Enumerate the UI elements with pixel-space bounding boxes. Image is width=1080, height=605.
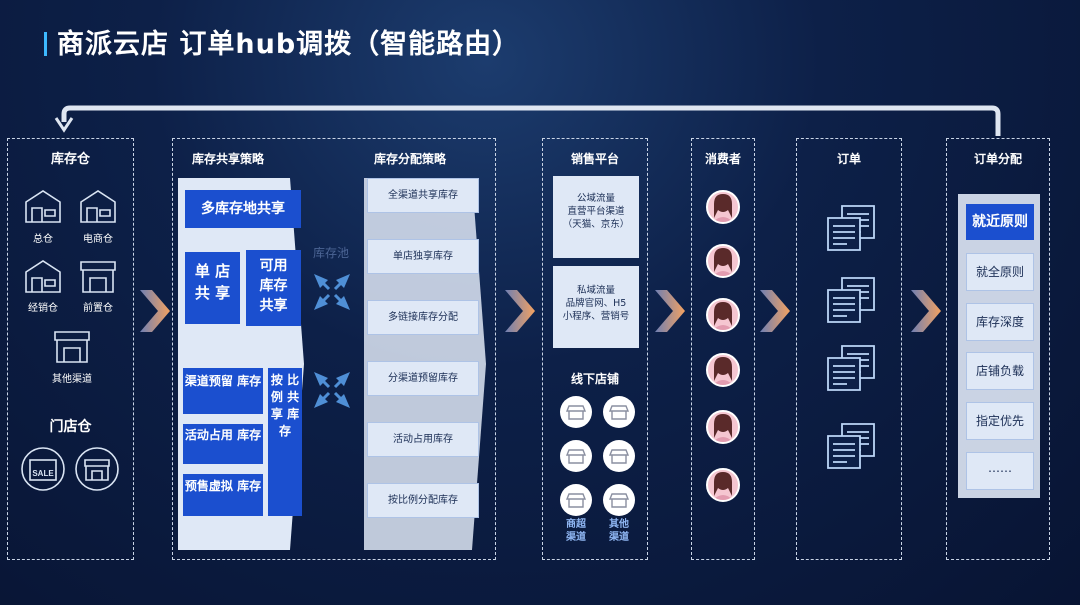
inventory-panel xyxy=(7,138,134,560)
warehouse-icon xyxy=(25,190,61,223)
document-icon xyxy=(827,277,875,323)
warehouse-icon xyxy=(80,190,116,223)
inventory-item-main: 总仓 xyxy=(33,234,53,245)
page-title: 商派云店 订单hub调拨（智能路由） xyxy=(44,22,520,61)
sales-panel xyxy=(542,138,648,560)
allocation-rule: …… xyxy=(966,452,1034,490)
offline-store-header: 线下店铺 xyxy=(570,372,619,386)
allocation-header: 订单分配 xyxy=(973,152,1022,166)
avatar xyxy=(706,468,740,502)
allocation-rule: 库存深度 xyxy=(966,303,1034,341)
allocation-rule: 指定优先 xyxy=(966,402,1034,440)
store-icon xyxy=(603,396,635,428)
multi-location-share-box: 多库存地共享 xyxy=(185,190,301,228)
store-icon xyxy=(560,396,592,428)
document-icon xyxy=(827,345,875,391)
avatar xyxy=(706,298,740,332)
allocation-rule-nearest: 就近原则 xyxy=(966,204,1034,240)
presale-virtual-box: 预售虚拟 库存 xyxy=(183,474,263,516)
store-icon xyxy=(603,440,635,472)
document-icon xyxy=(827,423,875,469)
allocation-panel xyxy=(946,138,1050,560)
shop-icon xyxy=(75,447,119,491)
avatar xyxy=(706,244,740,278)
store-icon xyxy=(560,484,592,516)
sale-store-icon: SALE xyxy=(21,447,65,491)
public-traffic-box: 公域流量 直营平台渠道 （天猫、京东） xyxy=(553,176,639,258)
allocation-rule: 就全原则 xyxy=(966,253,1034,291)
feedback-arrow xyxy=(54,105,1001,136)
flow-chevron xyxy=(140,290,170,332)
alloc-item: 活动占用库存 xyxy=(367,422,479,457)
sales-header: 销售平台 xyxy=(570,152,619,166)
single-store-share-box: 单 店 共 享 xyxy=(185,252,240,324)
inventory-pool-label: 库存池 xyxy=(313,246,350,260)
channel-reserve-box: 渠道预留 库存 xyxy=(183,368,263,414)
ratio-share-box: 按 比 例 共 享 库 存 xyxy=(268,368,302,516)
private-traffic-box: 私域流量 品牌官网、H5 小程序、营销号 xyxy=(553,266,639,348)
inventory-item-other: 其他渠道 xyxy=(52,374,92,385)
avatar xyxy=(706,410,740,444)
consumer-panel xyxy=(691,138,755,560)
allocation-backdrop xyxy=(958,194,1040,498)
other-channel-label: 其他 渠道 xyxy=(609,519,629,543)
storefront-icon xyxy=(54,331,90,363)
share-strategy-header: 库存共享策略 xyxy=(191,152,264,166)
available-share-box: 可用 库存 共享 xyxy=(246,250,301,326)
flow-chevron xyxy=(505,290,535,332)
allocation-rule: 店铺负载 xyxy=(966,352,1034,390)
alloc-item: 单店独享库存 xyxy=(367,239,479,274)
converge-icon xyxy=(314,372,350,408)
inventory-item-dealer: 经销仓 xyxy=(28,303,58,314)
alloc-item: 按比例分配库存 xyxy=(367,483,479,518)
svg-text:SALE: SALE xyxy=(32,469,54,478)
strategy-panel xyxy=(172,138,496,560)
storefront-icon xyxy=(80,261,116,293)
inventory-item-front: 前置仓 xyxy=(83,303,113,314)
flow-chevron xyxy=(760,290,790,332)
supermarket-channel-label: 商超 渠道 xyxy=(566,519,586,543)
order-header: 订单 xyxy=(836,152,861,166)
flow-chevron xyxy=(911,290,941,332)
consumer-header: 消费者 xyxy=(704,152,741,166)
converge-icon xyxy=(314,274,350,310)
alloc-item: 分渠道预留库存 xyxy=(367,361,479,396)
activity-use-box: 活动占用 库存 xyxy=(183,424,263,464)
flow-chevron xyxy=(655,290,685,332)
store-warehouse-header: 门店仓 xyxy=(49,419,92,435)
warehouse-icon xyxy=(25,260,61,293)
alloc-item: 全渠道共享库存 xyxy=(367,178,479,213)
avatar xyxy=(706,353,740,387)
store-icon xyxy=(560,440,592,472)
title-accent-bar xyxy=(44,32,47,56)
store-icon xyxy=(603,484,635,516)
alloc-item: 多链接库存分配 xyxy=(367,300,479,335)
inventory-header: 库存仓 xyxy=(50,152,90,167)
alloc-strategy-header: 库存分配策略 xyxy=(373,152,446,166)
order-panel xyxy=(796,138,902,560)
inventory-item-ecom: 电商仓 xyxy=(83,234,113,245)
avatar xyxy=(706,190,740,224)
document-icon xyxy=(827,205,875,251)
